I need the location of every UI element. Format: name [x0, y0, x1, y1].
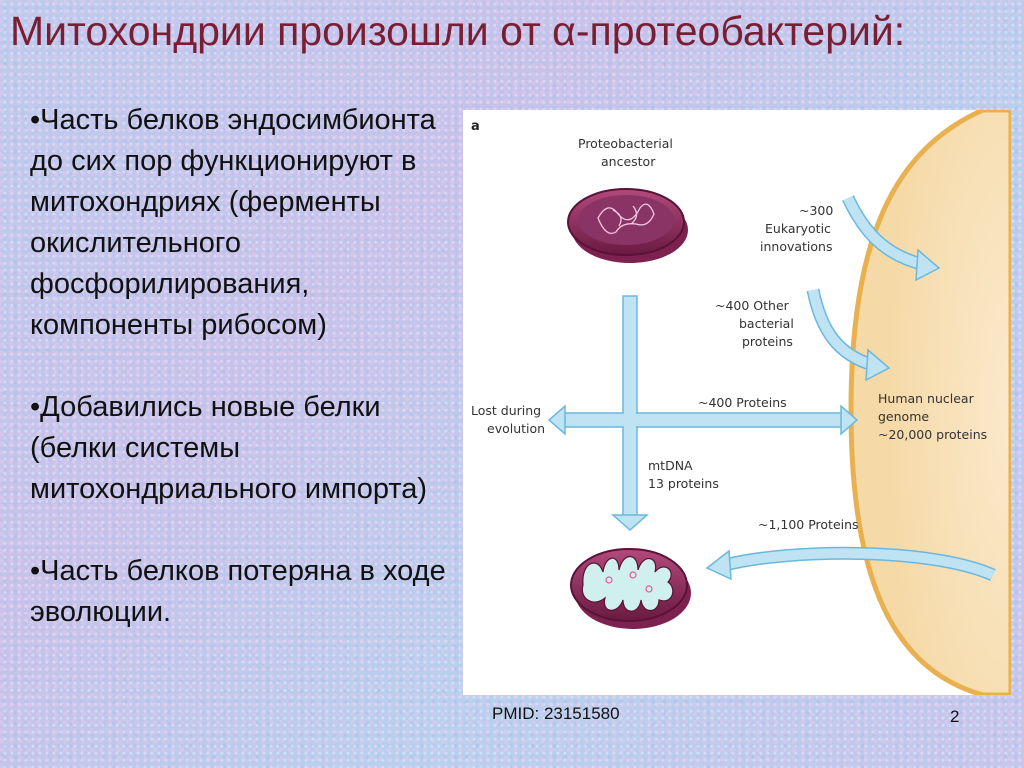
slide-title: Митохондрии произошли от α-протеобактери… [10, 8, 906, 54]
nuclear-label-line1: Human nuclear [878, 391, 975, 406]
proteins-400-label: ~400 Proteins [698, 395, 787, 410]
vertical-arrow [611, 295, 649, 532]
other-bacterial-label-line1: ~400 Other [715, 298, 790, 313]
bullet-item: •Часть белков эндосимбионта до сих пор ф… [30, 104, 436, 341]
horizontal-arrow [547, 404, 859, 436]
proteins-1100-label: ~1,100 Proteins [758, 517, 859, 532]
nuclear-label-line3: ~20,000 proteins [878, 427, 987, 442]
other-bacterial-proteins-arrow [806, 288, 891, 382]
mtdna-label-line1: mtDNA [648, 458, 693, 473]
other-bacterial-label-line2: bacterial [739, 316, 794, 331]
ancestor-label-line2: ancestor [601, 154, 656, 169]
figure-canvas: a Proteobacterial ancestor Lost during e… [471, 110, 1011, 695]
bullet-item: •Часть белков потеряна в ходе эволюции. [30, 555, 446, 628]
proteins-1100-arrow [705, 546, 996, 581]
lost-label-line2: evolution [487, 421, 545, 436]
other-bacterial-label-line3: proteins [742, 334, 793, 349]
nuclear-label-line2: genome [878, 409, 929, 424]
eukaryotic-label-line1: ~300 [799, 203, 833, 218]
pmid-reference: PMID: 23151580 [492, 704, 620, 723]
panel-label: a [471, 119, 480, 134]
mitochondrion-cell [570, 548, 691, 629]
mitochondria-origin-figure: a Proteobacterial ancestor Lost during e… [463, 110, 1011, 695]
eukaryotic-innovations-arrow [842, 195, 941, 282]
mtdna-label-line2: 13 proteins [648, 476, 719, 491]
lost-label-line1: Lost during [471, 403, 541, 418]
ancestor-label-line1: Proteobacterial [578, 136, 673, 151]
eukaryotic-label-line2: Eukaryotic [765, 221, 831, 236]
page-number: 2 [950, 707, 960, 726]
proteobacterial-ancestor-cell [567, 188, 688, 263]
bullet-item: •Добавились новые белки (белки системы м… [30, 391, 428, 505]
bullet-list: •Часть белков эндосимбионта до сих пор ф… [30, 100, 460, 674]
eukaryotic-label-line3: innovations [760, 239, 832, 254]
